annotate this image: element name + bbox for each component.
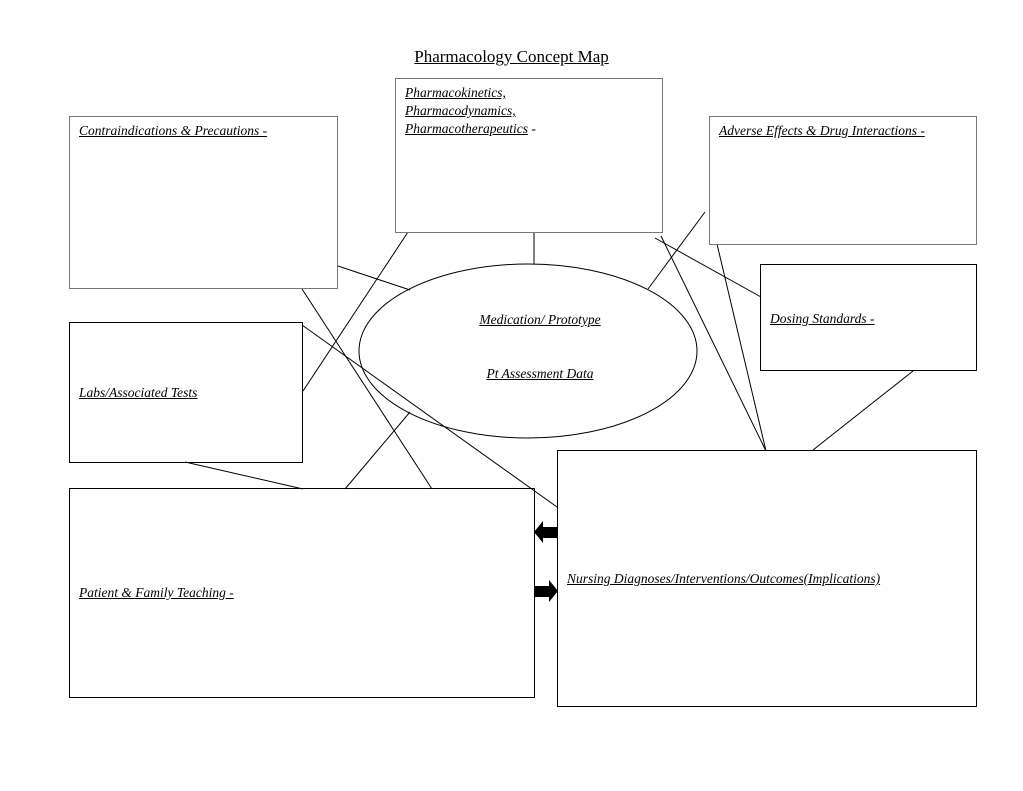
connector-line xyxy=(654,237,762,298)
adverse-effects-label: Adverse Effects & Drug Interactions - xyxy=(719,122,925,140)
teaching-text: Patient & Family Teaching - xyxy=(79,585,234,600)
dosing-standards-label: Dosing Standards - xyxy=(770,310,875,328)
contraindications-box[interactable] xyxy=(69,116,338,289)
dosing-standards-text: Dosing Standards - xyxy=(770,311,875,326)
pharmaco-line-3-wrap: Pharmacotherapeutics - xyxy=(405,120,536,138)
labs-text: Labs/Associated Tests xyxy=(79,385,198,400)
nursing-label: Nursing Diagnoses/Interventions/Outcomes… xyxy=(567,570,880,588)
page-title: Pharmacology Concept Map xyxy=(414,47,609,66)
connector-line xyxy=(812,370,914,451)
connector-line xyxy=(302,231,409,392)
contraindications-label: Contraindications & Precautions - xyxy=(79,122,267,140)
connector-line xyxy=(184,461,304,490)
teaching-box[interactable] xyxy=(69,488,535,698)
pharmaco-line-2: Pharmacodynamics, xyxy=(405,103,516,118)
adverse-effects-box[interactable] xyxy=(709,116,977,245)
pharmaco-label: Pharmacokinetics, Pharmacodynamics, Phar… xyxy=(405,84,536,138)
connector-line xyxy=(344,411,411,490)
contraindications-text: Contraindications & Precautions - xyxy=(79,123,268,138)
connector-line xyxy=(337,265,411,291)
pharmaco-line-3: Pharmacotherapeutics xyxy=(405,121,528,136)
pharmaco-box[interactable] xyxy=(395,78,663,233)
connector-line xyxy=(660,235,767,452)
teaching-label: Patient & Family Teaching - xyxy=(79,584,234,602)
medication-text: Medication/ Prototype xyxy=(479,312,601,327)
center-ellipse xyxy=(358,263,698,439)
labs-label: Labs/Associated Tests xyxy=(79,384,197,402)
dosing-standards-box[interactable] xyxy=(760,264,977,371)
labs-box[interactable] xyxy=(69,322,303,463)
assessment-text: Pt Assessment Data xyxy=(486,366,594,381)
pharmaco-suffix: - xyxy=(527,121,536,136)
connector-line xyxy=(716,243,767,452)
connector-line xyxy=(301,324,558,508)
arrow-right-icon xyxy=(535,580,558,602)
assessment-label: Pt Assessment Data xyxy=(440,365,640,383)
arrow-left-icon xyxy=(534,521,558,543)
connector-line xyxy=(301,288,433,490)
nursing-box[interactable] xyxy=(557,450,977,707)
medication-label: Medication/ Prototype xyxy=(440,311,640,329)
adverse-effects-text: Adverse Effects & Drug Interactions - xyxy=(719,123,925,138)
pharmaco-line-1: Pharmacokinetics, xyxy=(405,85,506,100)
nursing-text: Nursing Diagnoses/Interventions/Outcomes… xyxy=(567,571,881,586)
